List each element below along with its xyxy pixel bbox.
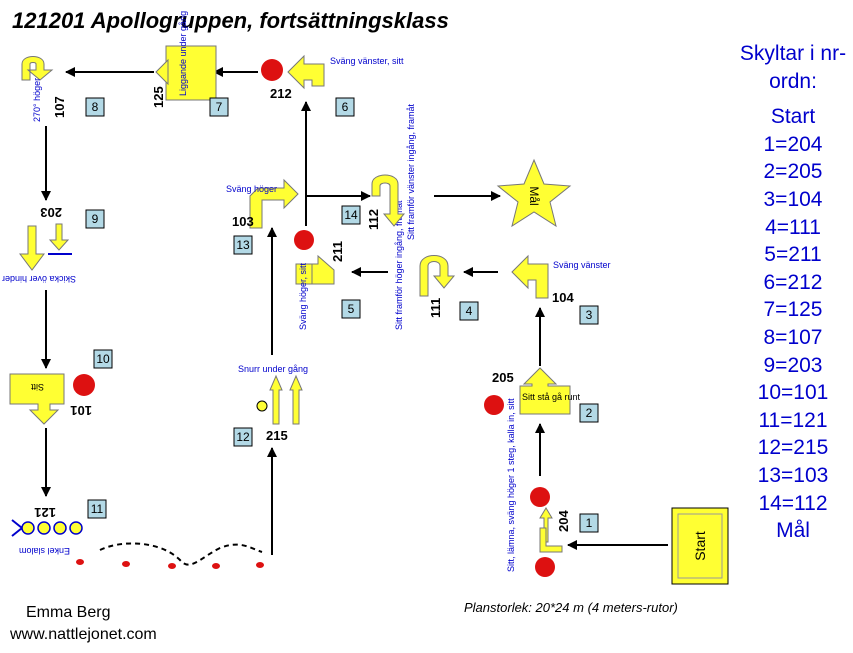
station-5: 211 Sväng höger, sitt 5 (294, 230, 361, 330)
legend-item: 7=125 (763, 298, 823, 322)
station-4: Sitt framför höger ingång, framåt 111 4 (394, 200, 479, 330)
station-5-number: 5 (348, 302, 355, 316)
legend-item: 12=215 (757, 436, 829, 460)
station-11-number: 11 (91, 502, 104, 516)
station-14: 112 Sitt framför vänster ingång, framåt … (341, 103, 416, 240)
station-3: Sväng vänster 104 3 (511, 254, 611, 325)
legend-item: 2=205 (763, 160, 823, 184)
legend-item: 10=101 (757, 381, 829, 405)
station-7-label: Liggande under gång (178, 11, 188, 96)
station-12-number: 12 (236, 430, 250, 444)
station-13: Sväng höger 103 13 (226, 178, 299, 255)
station-9-label: Skicka över hinder (2, 274, 76, 284)
station-11-code: 121 (34, 505, 56, 520)
station-7: Liggande under gång 125 7 (151, 11, 229, 117)
station-14-code: 112 (366, 209, 381, 230)
station-7-number: 7 (216, 100, 223, 114)
station-9-code: 203 (40, 205, 62, 220)
stop-sign (535, 557, 555, 577)
station-2-code: 205 (492, 370, 514, 385)
stop-sign (73, 374, 95, 396)
station-1-code: 204 (556, 510, 571, 532)
goal-label: Mål (527, 186, 541, 205)
station-3-code: 104 (552, 290, 574, 305)
station-9: 203 Skicka över hinder 9 (2, 205, 105, 284)
station-3-label: Sväng vänster (553, 260, 611, 270)
station-7-code: 125 (151, 86, 166, 108)
sign-legend: Skyltar i nr-ordn: Start 1=204 2=205 3=1… (738, 40, 848, 545)
legend-item: 13=103 (757, 463, 829, 487)
legend-item: Mål (776, 519, 810, 543)
legend-item: 4=111 (765, 215, 821, 239)
station-8-label: 270° höger (32, 78, 42, 122)
station-12-label: Snurr under gång (238, 364, 308, 374)
plan-size-note: Planstorlek: 20*24 m (4 meters-rutor) (464, 600, 678, 615)
station-8: 270° höger 107 8 (21, 56, 105, 122)
legend-item: 8=107 (763, 325, 823, 349)
legend-item: 14=112 (758, 491, 828, 515)
stop-sign (484, 395, 504, 415)
station-9-number: 9 (92, 212, 99, 226)
station-3-number: 3 (586, 308, 593, 322)
start-sign: Start (671, 507, 729, 585)
website-link[interactable]: www.nattlejonet.com (10, 626, 157, 643)
stop-sign (530, 487, 550, 507)
legend-item: 9=203 (763, 353, 823, 377)
station-10: Sitt 101 10 (9, 349, 113, 425)
station-12-code: 215 (266, 428, 288, 443)
station-10-number: 10 (96, 352, 110, 366)
station-6-number: 6 (342, 100, 349, 114)
station-6-code: 212 (270, 86, 292, 101)
legend-heading: Skyltar i nr-ordn: (739, 42, 847, 93)
start-label: Start (692, 531, 708, 561)
station-13-label: Sväng höger (226, 184, 277, 194)
station-4-label: Sitt framför höger ingång, framåt (394, 200, 404, 330)
legend-item: Start (770, 105, 816, 129)
station-6-label: Sväng vänster, sitt (330, 56, 404, 66)
stop-sign (261, 59, 283, 81)
legend-item: 3=104 (763, 187, 823, 211)
page-title: 121201 Apollogruppen, fortsättningsklass (12, 8, 449, 33)
station-13-code: 103 (232, 214, 254, 229)
station-10-label: Sitt (30, 382, 44, 392)
station-5-code: 211 (330, 241, 345, 262)
station-6: 212 Sväng vänster, sitt 6 (261, 54, 404, 117)
legend-item: 6=212 (763, 270, 823, 294)
station-12: Snurr under gång 215 12 (233, 364, 308, 447)
station-1-label: Sitt, lämna, sväng höger 1 steg, kalla i… (506, 398, 516, 572)
station-5-label: Sväng höger, sitt (298, 262, 308, 330)
legend-item: 11=121 (758, 408, 828, 432)
slalom-cones (76, 559, 264, 569)
station-1-number: 1 (586, 516, 593, 530)
station-1: Sitt, lämna, sväng höger 1 steg, kalla i… (506, 398, 599, 577)
station-11: 121 Enkel slalom 11 (11, 499, 107, 556)
station-14-label: Sitt framför vänster ingång, framåt (406, 103, 416, 240)
station-2: Sitt stå gå runt 205 2 (484, 367, 599, 423)
stop-sign (294, 230, 314, 250)
station-11-label: Enkel slalom (19, 546, 70, 556)
station-8-number: 8 (92, 100, 99, 114)
station-8-code: 107 (52, 96, 67, 118)
station-2-number: 2 (586, 406, 593, 420)
station-10-code: 101 (70, 403, 92, 418)
station-4-number: 4 (466, 304, 473, 318)
station-13-number: 13 (236, 238, 250, 252)
station-2-label: Sitt stå gå runt (522, 392, 581, 402)
legend-item: 5=211 (764, 243, 822, 267)
legend-item: 1=204 (763, 132, 823, 156)
goal-star: Mål (496, 158, 572, 228)
station-14-number: 14 (344, 208, 358, 222)
author-name: Emma Berg (26, 604, 111, 621)
course-path (41, 67, 668, 566)
station-4-code: 111 (428, 298, 443, 318)
